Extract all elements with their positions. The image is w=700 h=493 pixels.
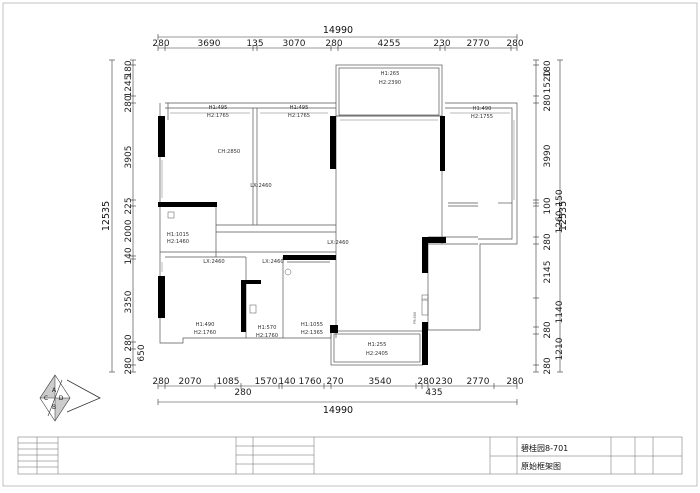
bottom-dim: 2070 xyxy=(179,377,202,387)
compass-a: A xyxy=(52,387,57,394)
right-dim: 2145 xyxy=(543,261,553,284)
right-dim: 180 xyxy=(543,60,553,77)
right-dim: 1140 xyxy=(555,300,565,323)
room-label: H1:495 xyxy=(209,105,228,111)
total-width-bottom: 14990 xyxy=(323,405,353,416)
right-dim: 1260 xyxy=(555,210,565,233)
total-height-left: 12535 xyxy=(101,201,112,231)
room-label: CH:2850 xyxy=(218,149,240,155)
right-dim: 1210 xyxy=(555,337,565,360)
room-label: H2:2405 xyxy=(366,351,388,357)
bottom-sub-dim: 435 xyxy=(425,388,442,398)
drawing-name: 原始框架图 xyxy=(521,461,561,471)
right-dim: 280 xyxy=(543,321,553,338)
project-name: 碧桂园8-701 xyxy=(521,443,568,453)
room-label: H1:265 xyxy=(381,71,400,77)
right-dim: 3990 xyxy=(543,144,553,167)
top-dim: 280 xyxy=(506,39,523,49)
room-label: H1:1055 xyxy=(301,322,323,328)
left-dim: 3905 xyxy=(124,146,134,169)
left-dim: 3350 xyxy=(124,290,134,313)
bottom-dim: 230 xyxy=(435,377,452,387)
top-dim: 3690 xyxy=(198,39,221,49)
top-dim: 4255 xyxy=(378,39,401,49)
bottom-dim: 280 xyxy=(506,377,523,387)
room-label: LX:2460 xyxy=(250,183,271,189)
left-dim: 280 xyxy=(124,334,134,351)
bottom-dim: 270 xyxy=(326,377,343,387)
top-dim: 2770 xyxy=(467,39,490,49)
bottom-dim: 1570 xyxy=(255,377,278,387)
compass-c: C xyxy=(44,395,48,402)
title-block-text: 碧桂园8-701 原始框架图 xyxy=(521,443,568,471)
right-dim: 100 xyxy=(543,197,553,214)
room-label: LX:2460 xyxy=(327,240,348,246)
total-width-top: 14990 xyxy=(323,25,353,36)
left-dim: 1245 xyxy=(124,75,134,98)
left-dim: 280 xyxy=(124,95,134,112)
room-label: H2:1755 xyxy=(471,114,493,120)
room-label: PR:600 xyxy=(413,312,417,324)
bottom-dim: 2770 xyxy=(467,377,490,387)
bottom-dim: 3540 xyxy=(369,377,392,387)
top-dim: 3070 xyxy=(283,39,306,49)
right-dim: 280 xyxy=(543,94,553,111)
room-label: 590 xyxy=(422,298,429,302)
room-label: H2:1460 xyxy=(167,239,189,245)
left-dim: 225 xyxy=(124,197,134,214)
right-dim: 150 xyxy=(555,189,565,206)
dimension-lines xyxy=(109,34,563,405)
title-block xyxy=(17,436,683,475)
room-label: H2:1765 xyxy=(288,113,310,119)
room-label: H1:490 xyxy=(196,322,215,328)
compass-b: B xyxy=(52,404,56,411)
room-label: H1:495 xyxy=(290,105,309,111)
room-label: LX:2460 xyxy=(203,259,224,265)
bottom-dim: 1760 xyxy=(299,377,322,387)
left-dim: 280 xyxy=(124,357,134,374)
total-height-right: 12535 xyxy=(558,201,569,231)
bottom-dim: 1085 xyxy=(217,377,240,387)
dimension-labels: 14990 280 3690 135 3070 280 4255 230 277… xyxy=(101,25,569,416)
room-label: H2:1760 xyxy=(194,330,216,336)
sheet-border xyxy=(2,2,698,487)
left-dim: 650 xyxy=(137,344,147,361)
left-dim: 180 xyxy=(124,60,134,77)
room-label: H1:570 xyxy=(258,325,277,331)
top-dim: 280 xyxy=(152,39,169,49)
room-label: H1:255 xyxy=(368,342,387,348)
fixtures xyxy=(167,211,429,316)
top-dim: 280 xyxy=(325,39,342,49)
room-label: H2:1765 xyxy=(207,113,229,119)
walls-outline xyxy=(159,64,518,366)
room-label: H1:1015 xyxy=(167,232,189,238)
top-dim: 230 xyxy=(433,39,450,49)
room-label: H2:2390 xyxy=(379,80,401,86)
bottom-dim: 280 xyxy=(152,377,169,387)
left-dim: 140 xyxy=(124,247,134,264)
room-label: H2:1365 xyxy=(301,330,323,336)
bottom-dim: 280 xyxy=(417,377,434,387)
walls-solid xyxy=(158,116,446,365)
room-label: LX:2460 xyxy=(262,259,283,265)
bottom-sub-dim: 280 xyxy=(234,388,251,398)
window-lines xyxy=(161,112,515,272)
compass-d: D xyxy=(59,395,64,402)
room-labels: H1:495 H2:1765 H1:495 H2:1765 H1:265 H2:… xyxy=(167,71,493,357)
right-dim: 280 xyxy=(543,233,553,250)
right-dim: 280 xyxy=(543,357,553,374)
bottom-dim: 140 xyxy=(278,377,295,387)
room-label: H2:1760 xyxy=(256,333,278,339)
room-label: H1:490 xyxy=(473,106,492,112)
top-dim: 135 xyxy=(246,39,263,49)
compass-icon: A C D B xyxy=(39,374,101,422)
left-dim: 2000 xyxy=(124,219,134,242)
right-dim: 1520 xyxy=(543,70,553,93)
